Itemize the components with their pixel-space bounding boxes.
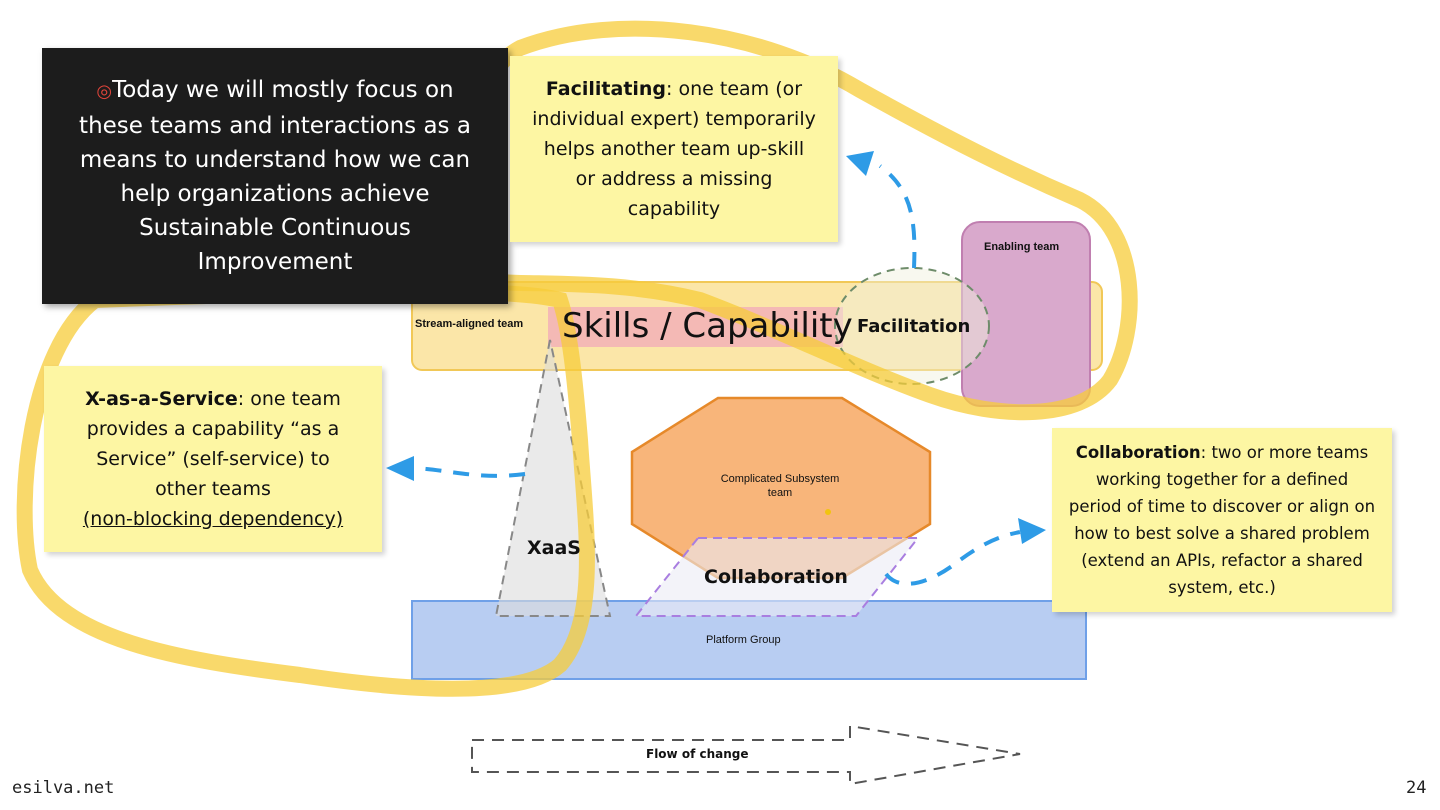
facilitating-text: : one team (or individual expert) tempor… bbox=[532, 78, 816, 220]
facilitation-label: Facilitation bbox=[857, 316, 971, 337]
facilitation-circle bbox=[834, 267, 990, 385]
xaas-title: X-as-a-Service bbox=[85, 388, 238, 410]
arrow-xaas-head bbox=[386, 456, 414, 481]
xaas-note: X-as-a-Service: one team provides a capa… bbox=[44, 366, 382, 552]
xaas-note-content: X-as-a-Service: one team provides a capa… bbox=[68, 384, 358, 534]
facilitating-title: Facilitating bbox=[545, 78, 667, 100]
highlight-loop-enabling bbox=[468, 20, 1138, 421]
skills-capability-label: Skills / Capability bbox=[562, 306, 853, 346]
xaas-underlined-text: (non-blocking dependency) bbox=[82, 508, 344, 530]
enabling-team-label: Enabling team bbox=[984, 241, 1060, 253]
xaas-label: XaaS bbox=[527, 537, 581, 559]
collaboration-text: : two or more teams working together for… bbox=[1068, 443, 1376, 597]
collaboration-title: Collaboration bbox=[1075, 443, 1201, 462]
collaboration-note-content: Collaboration: two or more teams working… bbox=[1068, 439, 1376, 601]
highlight-loop-xaas bbox=[16, 283, 595, 697]
collaboration-note: Collaboration: two or more teams working… bbox=[1052, 428, 1392, 612]
facilitating-note-content: Facilitating: one team (or individual ex… bbox=[532, 74, 816, 224]
arrow-collaboration-head bbox=[1018, 518, 1046, 544]
focus-note-text: Today we will mostly focus on these team… bbox=[79, 77, 471, 275]
xaas-text: : one team provides a capability “as a S… bbox=[86, 388, 341, 500]
facilitating-note: Facilitating: one team (or individual ex… bbox=[510, 56, 838, 242]
page-number: 24 bbox=[1406, 778, 1427, 798]
platform-group-label: Platform Group bbox=[706, 634, 781, 646]
collaboration-label: Collaboration bbox=[704, 566, 848, 588]
arrow-xaas bbox=[414, 466, 526, 478]
arrow-facilitating bbox=[878, 164, 917, 269]
footer-site: esilva.net bbox=[12, 778, 115, 798]
flow-of-change-label: Flow of change bbox=[646, 747, 749, 761]
collaboration-parallelogram bbox=[633, 537, 921, 617]
flow-of-change-arrow bbox=[471, 724, 1021, 786]
focus-note: ◎Today we will mostly focus on these tea… bbox=[42, 48, 508, 304]
stream-aligned-team-label: Stream-aligned team bbox=[415, 318, 524, 330]
complicated-subsystem-label: Complicated Subsystem team bbox=[720, 473, 840, 499]
target-icon: ◎ bbox=[96, 81, 113, 102]
focus-note-content: ◎Today we will mostly focus on these tea… bbox=[62, 73, 488, 279]
arrow-facilitating-head bbox=[846, 151, 874, 176]
small-dot bbox=[825, 509, 831, 515]
